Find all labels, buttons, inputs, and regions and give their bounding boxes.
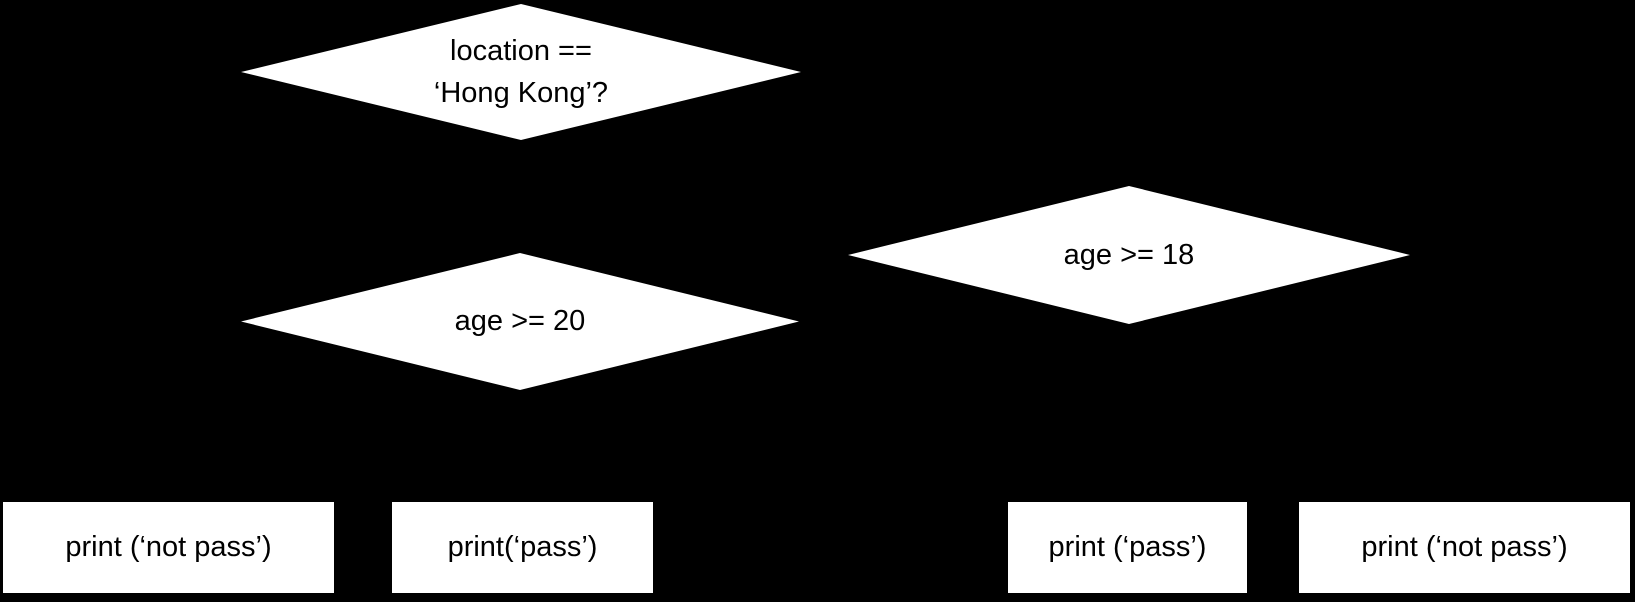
- decision-node-location-label-line2: ‘Hong Kong’?: [433, 77, 609, 109]
- output-node-not-pass-right: print (‘not pass’): [1299, 502, 1630, 593]
- output-node-not-pass-right-label: print (‘not pass’): [1361, 531, 1568, 563]
- decision-node-location-label: location == ‘Hong Kong’?: [434, 30, 608, 114]
- decision-node-location-label-line1: location ==: [450, 34, 592, 67]
- decision-node-location-check: location == ‘Hong Kong’?: [241, 4, 801, 140]
- decision-node-age-18-label-line1: age >= 18: [1063, 238, 1195, 271]
- output-node-pass-right-label: print (‘pass’): [1048, 531, 1207, 563]
- decision-node-age-18-check: age >= 18: [848, 186, 1410, 324]
- decision-node-age-18-label: age >= 18: [1064, 234, 1195, 276]
- decision-node-age-20-label: age >= 20: [455, 300, 586, 342]
- output-node-pass-left: print(‘pass’): [392, 502, 653, 593]
- output-node-pass-left-label: print(‘pass’): [447, 531, 598, 563]
- decision-node-age-20-check: age >= 20: [241, 253, 799, 390]
- decision-node-age-20-label-line1: age >= 20: [454, 305, 586, 338]
- output-node-pass-right: print (‘pass’): [1008, 502, 1247, 593]
- output-node-not-pass-left: print (‘not pass’): [3, 502, 334, 593]
- output-node-not-pass-left-label: print (‘not pass’): [65, 531, 272, 563]
